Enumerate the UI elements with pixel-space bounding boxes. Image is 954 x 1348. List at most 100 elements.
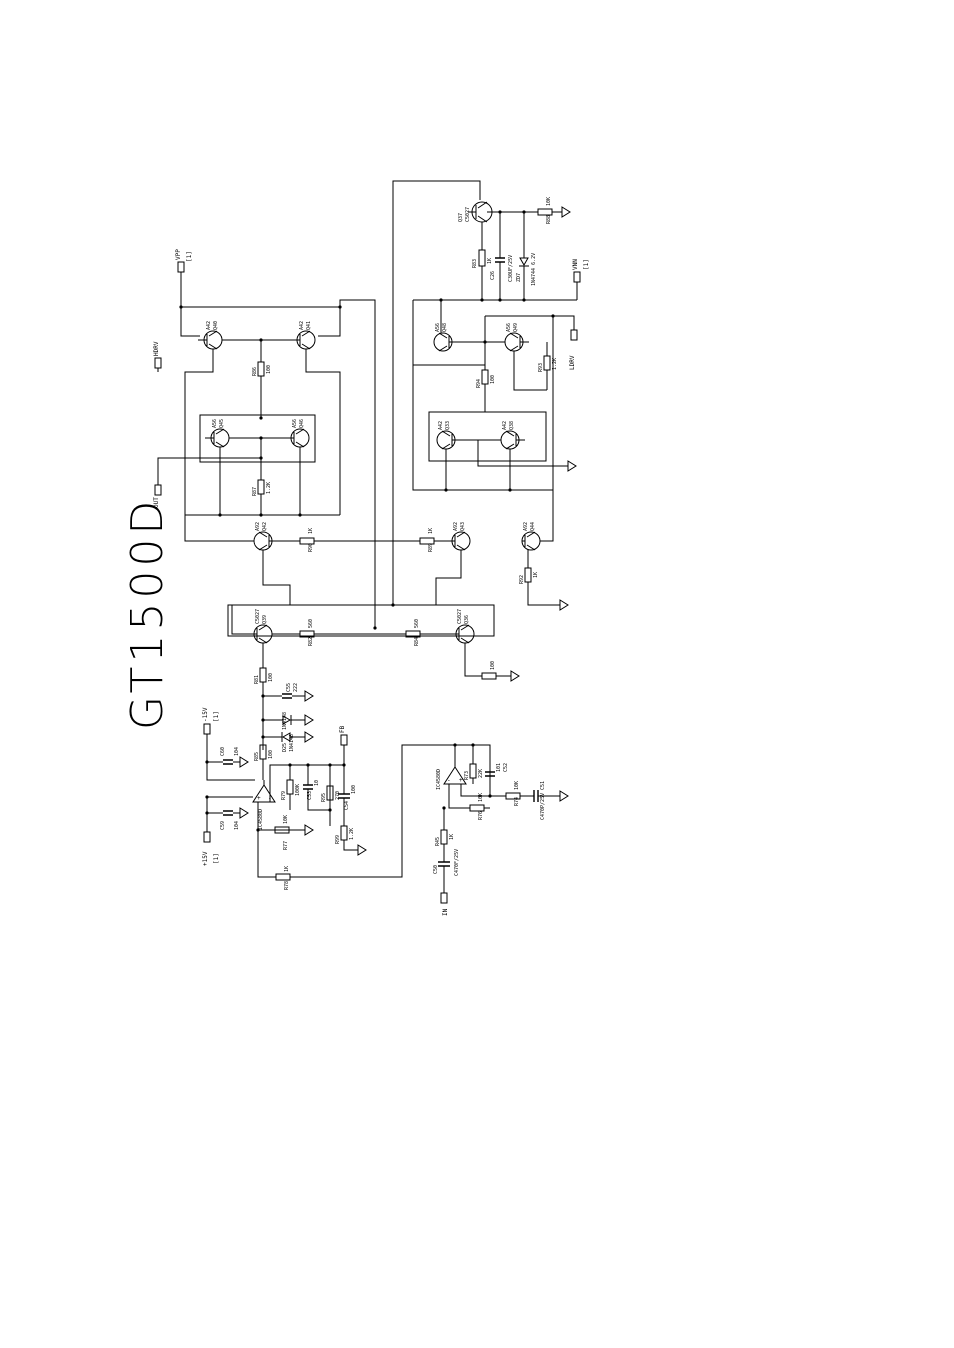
- svg-text:HDRV: HDRV: [153, 341, 160, 356]
- resistor-r87: R87 1.2K: [252, 479, 272, 496]
- svg-text:560: 560: [414, 619, 420, 628]
- svg-text:10: 10: [314, 780, 320, 786]
- svg-text:22K: 22K: [478, 769, 484, 778]
- svg-text:R90: R90: [308, 543, 314, 552]
- transistor-q33: A42 Q33: [436, 421, 461, 450]
- svg-text:560: 560: [308, 619, 314, 628]
- svg-text:C30UF/25V: C30UF/25V: [508, 255, 514, 282]
- minus15v-port: -15V [1]: [202, 707, 220, 735]
- svg-text:100: 100: [268, 750, 274, 759]
- svg-text:C470F/25V: C470F/25V: [454, 849, 460, 876]
- svg-text:C53: C53: [307, 791, 313, 800]
- resistor-r90: R90 1K: [299, 528, 315, 552]
- resistor-r74: R74 10K: [505, 781, 521, 806]
- svg-text:R86: R86: [252, 367, 258, 376]
- schematic-title: GT1500D: [122, 497, 173, 730]
- svg-text:+: +: [459, 777, 463, 784]
- svg-text:A56: A56: [435, 323, 441, 332]
- svg-text:10K: 10K: [478, 793, 484, 802]
- resistor-r84: R84 560: [405, 619, 421, 646]
- svg-text:1.2K: 1.2K: [349, 828, 355, 840]
- svg-text:101: 101: [496, 763, 502, 772]
- svg-text:FB: FB: [339, 725, 346, 733]
- plus15v-port: +15V [1]: [202, 831, 220, 866]
- resistor-r88: R88 10K: [537, 197, 553, 224]
- svg-text:C50: C50: [433, 865, 439, 874]
- transistor-q39: C5027 Q39: [248, 609, 273, 644]
- svg-text:R79: R79: [281, 791, 287, 800]
- svg-text:270: 270: [335, 791, 341, 800]
- capacitor-c52: 101 C52: [485, 763, 509, 777]
- svg-text:1.2K: 1.2K: [266, 482, 272, 494]
- pair-box-q39-q36: [227, 604, 495, 637]
- svg-text:A42: A42: [438, 421, 444, 430]
- opamp-ic4580d-left: + - IC4580D: [252, 784, 276, 830]
- resistor-r83b: 100: [481, 661, 497, 680]
- capacitor-c54: C54 100: [338, 785, 357, 810]
- svg-text:C59: C59: [220, 821, 226, 830]
- svg-text:ZD7: ZD7: [516, 273, 522, 282]
- capacitor-c53: C53 10: [303, 780, 320, 800]
- svg-text:OUT: OUT: [153, 497, 160, 508]
- svg-text:C54: C54: [344, 801, 350, 810]
- svg-text:VNN: VNN: [572, 259, 579, 270]
- transistor-q44: A92 Q44: [521, 522, 541, 551]
- svg-text:222: 222: [293, 683, 299, 692]
- capacitor-c55: C55 222: [282, 683, 299, 699]
- resistor-r76: R76 10K: [469, 793, 485, 820]
- svg-text:Q37: Q37: [458, 213, 464, 222]
- capacitor-c26: C26 C30UF/25V: [490, 255, 514, 282]
- ground-symbol: [510, 670, 520, 682]
- pair-box-q33-q38: [428, 411, 547, 462]
- transistor-q48: A56 Q48: [433, 323, 458, 352]
- out-port: OUT: [153, 484, 162, 508]
- svg-text:A42: A42: [502, 421, 508, 430]
- svg-text:R78: R78: [284, 881, 290, 890]
- svg-text:R89: R89: [428, 543, 434, 552]
- svg-text:100: 100: [490, 661, 496, 670]
- resistor-r81: R81 100: [254, 667, 274, 684]
- transistor-q45: A56 Q45: [205, 419, 230, 448]
- resistor-r83: R83 1K: [472, 249, 493, 268]
- transistor-q42: A92 Q42: [253, 522, 278, 551]
- transistor-q49: A56 Q49: [504, 323, 529, 352]
- svg-text:100: 100: [268, 673, 274, 682]
- svg-text:1K: 1K: [284, 866, 290, 872]
- svg-text:1.2K: 1.2K: [552, 358, 558, 370]
- svg-text:A92: A92: [255, 522, 261, 531]
- transistor-q41: A42 Q41: [291, 321, 316, 350]
- svg-text:R92: R92: [519, 575, 525, 584]
- resistor-r82: R82 560: [299, 619, 315, 646]
- svg-text:100: 100: [266, 365, 272, 374]
- transistor-q36: C5027 Q36: [450, 609, 475, 644]
- svg-text:R95: R95: [321, 793, 327, 802]
- junction-dots: [179, 210, 555, 832]
- svg-text:100: 100: [351, 785, 357, 794]
- svg-text:Q43: Q43: [460, 522, 466, 531]
- capacitor-c51: C51 C470P/25V: [533, 781, 546, 820]
- svg-text:R94: R94: [476, 379, 482, 388]
- svg-text:IC4580D: IC4580D: [436, 769, 442, 790]
- svg-text:C60: C60: [220, 747, 226, 756]
- resistor-r77: R77 10K: [274, 815, 290, 850]
- svg-text:Q33: Q33: [445, 421, 451, 430]
- svg-text:Q38: Q38: [509, 421, 515, 430]
- svg-text:C5027: C5027: [465, 207, 471, 222]
- svg-text:R93: R93: [538, 363, 544, 372]
- svg-text:1K: 1K: [428, 528, 434, 534]
- resistor-r45: R45 1K: [435, 829, 455, 846]
- resistor-r99: R99 1.2K: [335, 825, 355, 844]
- svg-text:C55: C55: [286, 683, 292, 692]
- svg-text:[1]: [1]: [213, 853, 220, 864]
- svg-text:Q41: Q41: [306, 321, 312, 330]
- ground-symbol: [304, 731, 314, 743]
- vpp-port: VPP [1]: [175, 249, 193, 273]
- svg-text:[1]: [1]: [583, 259, 590, 270]
- resistor-r86: R86 100: [252, 361, 272, 377]
- svg-text:Q49: Q49: [513, 323, 519, 332]
- svg-text:Q45: Q45: [219, 419, 225, 428]
- ground-symbol: [239, 756, 249, 768]
- ground-symbol: [559, 599, 569, 611]
- svg-text:[1]: [1]: [186, 251, 193, 262]
- resistor-r80: R85 100: [254, 744, 274, 761]
